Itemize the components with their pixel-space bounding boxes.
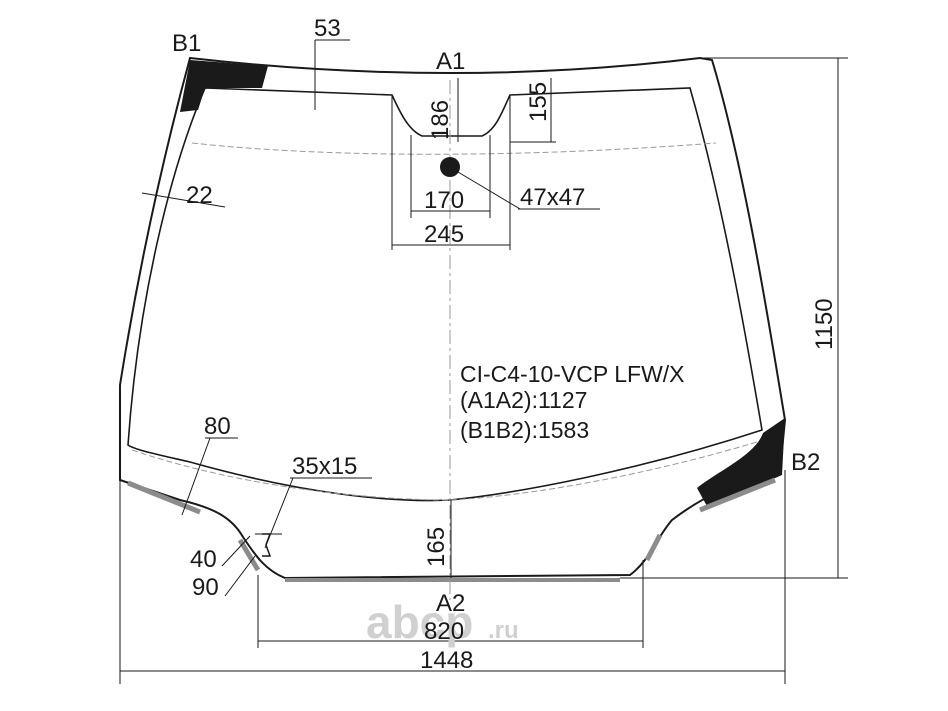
sensor-pad-label: 47x47: [520, 184, 585, 211]
black-band-b2: [697, 418, 785, 508]
clip-marker: [262, 533, 272, 557]
dim-22-line: [141, 192, 226, 208]
dim-90-label: 90: [192, 574, 219, 601]
watermark-tld: .ru: [488, 617, 519, 644]
spec-code: CI-C4-10-VCP LFW/X: [460, 361, 685, 387]
dim-80-line: [181, 437, 211, 516]
dim-53-label: 53: [314, 15, 341, 42]
sensor-pad-leader: [457, 171, 521, 210]
sensor-pad-marker: [440, 157, 460, 177]
lower-dashed-line: [131, 437, 771, 501]
grey-strip-right: [699, 477, 776, 513]
dim-1150-label: 1150: [811, 298, 838, 350]
dim-820-label: 820: [424, 618, 464, 645]
black-band-b1: [180, 60, 268, 112]
dim-186-label: 186: [427, 100, 454, 140]
dim-245-label: 245: [424, 221, 464, 248]
dim-155-label: 155: [525, 82, 552, 122]
dim-40-label: 40: [190, 546, 217, 573]
clip-label: 35x15: [292, 453, 357, 480]
spec-b1b2: (B1B2):1583: [460, 417, 589, 443]
grey-strip-left-corner: [237, 538, 261, 572]
dim-80-label: 80: [204, 413, 231, 440]
upper-dashed-line: [191, 142, 717, 155]
dim-90-leader: [224, 555, 256, 597]
point-a2-label: A2: [436, 590, 465, 617]
watermark: abcp .ru: [366, 596, 519, 648]
spec-a1a2: (A1A2):1127: [460, 387, 587, 413]
dim-165-label: 165: [423, 527, 450, 567]
watermark-brand: abcp: [366, 596, 473, 648]
grey-strip-right-corner: [644, 533, 663, 562]
glass-outline: [119, 56, 787, 580]
dim-22-label: 22: [186, 182, 213, 209]
inner-contour: [127, 87, 763, 502]
point-a1-label: A1: [436, 48, 465, 75]
point-b2-label: B2: [791, 449, 820, 476]
point-b1-label: B1: [172, 30, 201, 57]
dim-1448-label: 1448: [420, 647, 473, 674]
dim-40-leader: [221, 535, 251, 567]
dim-170-label: 170: [424, 187, 464, 214]
grey-strip-left: [127, 480, 201, 515]
